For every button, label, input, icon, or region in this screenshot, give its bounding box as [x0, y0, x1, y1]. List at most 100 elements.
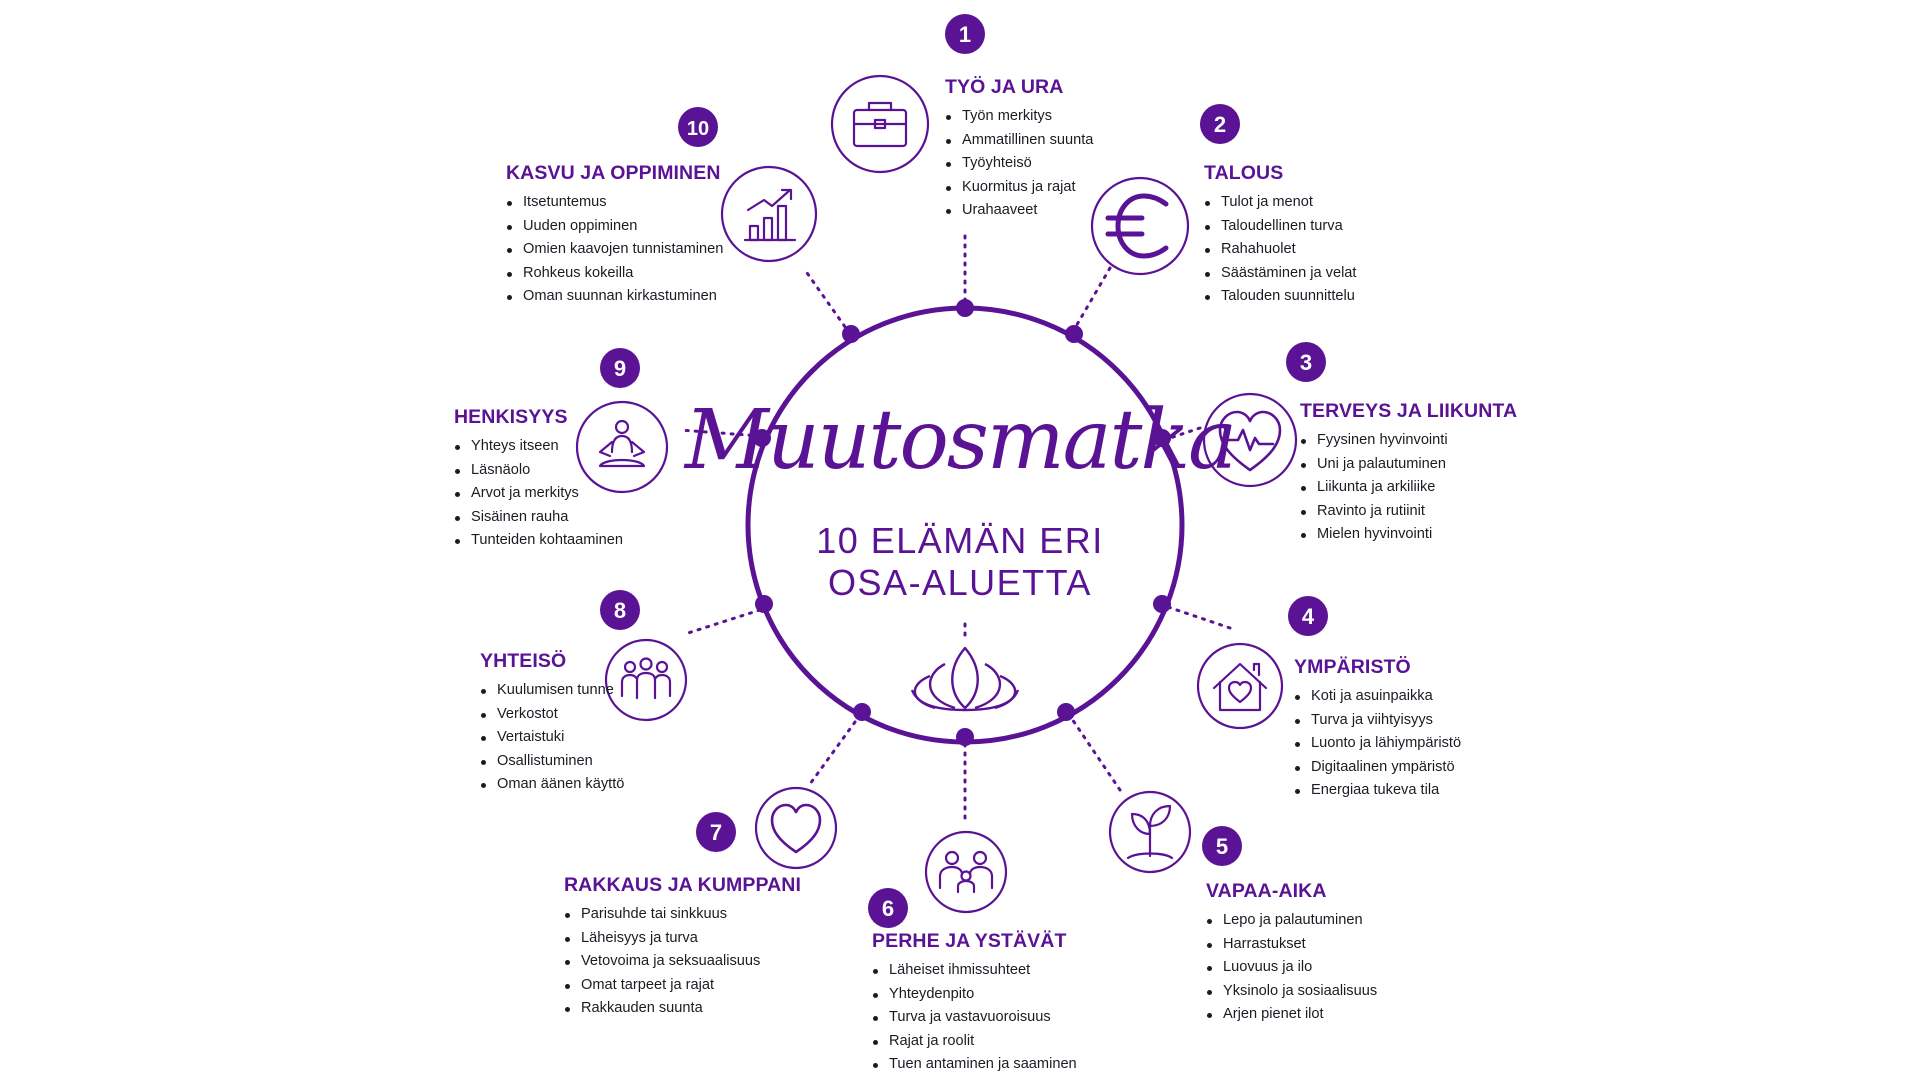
list-item: Liikunta ja arkiliike — [1300, 476, 1517, 500]
area-item-list: Yhteys itseen Läsnäolo Arvot ja merkitys… — [454, 435, 623, 553]
list-item: Harrastukset — [1206, 933, 1377, 957]
list-item: Uuden oppiminen — [506, 215, 723, 239]
list-item: Yksinolo ja sosiaalisuus — [1206, 980, 1377, 1004]
badge-number-8: 8 — [614, 598, 626, 623]
icon-circle-9 — [575, 400, 669, 494]
area-title: TYÖ JA URA — [945, 76, 1064, 98]
icon-circle-7 — [754, 786, 838, 870]
list-item: Rahahuolet — [1204, 238, 1356, 262]
list-item: Kuulumisen tunne — [480, 679, 624, 703]
badge-7 — [696, 812, 736, 852]
list-item: Rajat ja roolit — [872, 1030, 1077, 1054]
list-item: Urahaaveet — [945, 199, 1093, 223]
ring-node-9 — [753, 429, 771, 447]
list-item: Yhteys itseen — [454, 435, 623, 459]
badge-8 — [600, 590, 640, 630]
list-item: Turva ja vastavuoroisuus — [872, 1006, 1077, 1030]
list-item: Arjen pienet ilot — [1206, 1003, 1377, 1027]
sprout-icon — [1126, 804, 1174, 860]
ring-node-1 — [956, 299, 974, 317]
list-item: Itsetuntemus — [506, 191, 723, 215]
spoke-7 — [808, 720, 857, 786]
list-item: Verkostot — [480, 703, 624, 727]
list-item: Tulot ja menot — [1204, 191, 1356, 215]
list-item: Tunteiden kohtaaminen — [454, 529, 623, 553]
spoke-4 — [1163, 604, 1232, 630]
icon-circle-10 — [720, 165, 818, 263]
area-title: RAKKAUS JA KUMPPANI — [564, 874, 801, 896]
list-item: Uni ja palautuminen — [1300, 453, 1517, 477]
area-block-5: VAPAA-AIKA Lepo ja palautuminen Harrastu… — [1206, 880, 1377, 1027]
area-item-list: Tulot ja menot Taloudellinen turva Rahah… — [1204, 191, 1356, 309]
icon-circle-8 — [604, 638, 688, 722]
list-item: Vetovoima ja seksuaalisuus — [564, 950, 801, 974]
list-item: Vertaistuki — [480, 726, 624, 750]
house-heart-icon — [1212, 662, 1268, 712]
list-item: Rohkeus kokeilla — [506, 262, 723, 286]
list-item: Oman äänen käyttö — [480, 773, 624, 797]
list-item: Taloudellinen turva — [1204, 215, 1356, 239]
briefcase-icon — [852, 101, 908, 148]
growth-chart-icon — [743, 188, 797, 242]
area-block-8: YHTEISÖ Kuulumisen tunne Verkostot Verta… — [480, 650, 624, 797]
list-item: Työyhteisö — [945, 152, 1093, 176]
badge-number-2: 2 — [1214, 112, 1226, 137]
badge-number-9: 9 — [614, 356, 626, 381]
area-block-2: TALOUS Tulot ja menot Taloudellinen turv… — [1204, 162, 1356, 309]
area-block-1: TYÖ JA URA Työn merkitys Ammatillinen su… — [945, 76, 1093, 223]
area-item-list: Koti ja asuinpaikka Turva ja viihtyisyys… — [1294, 685, 1461, 803]
spoke-2 — [1073, 266, 1112, 330]
spoke-10 — [803, 268, 852, 336]
list-item: Omat tarpeet ja rajat — [564, 974, 801, 998]
area-title: YHTEISÖ — [480, 650, 567, 672]
area-item-list: Itsetuntemus Uuden oppiminen Omien kaavo… — [506, 191, 723, 309]
spoke-8 — [683, 608, 762, 636]
badge-9 — [600, 348, 640, 388]
group-icon — [620, 657, 672, 700]
heart-icon — [770, 803, 822, 854]
area-title: HENKISYYS — [454, 406, 568, 428]
list-item: Läheisyys ja turva — [564, 927, 801, 951]
ring-node-8 — [755, 595, 773, 613]
area-item-list: Parisuhde tai sinkkuus Läheisyys ja turv… — [564, 903, 801, 1021]
area-block-9: HENKISYYS Yhteys itseen Läsnäolo Arvot j… — [454, 406, 623, 553]
area-block-7: RAKKAUS JA KUMPPANI Parisuhde tai sinkku… — [564, 874, 801, 1021]
badge-number-5: 5 — [1216, 834, 1228, 859]
list-item: Turva ja viihtyisyys — [1294, 709, 1461, 733]
diagram-subtitle-line2: OSA-ALUETTA — [828, 562, 1092, 603]
list-item: Läheiset ihmissuhteet — [872, 959, 1077, 983]
family-icon — [938, 850, 994, 894]
badge-4 — [1288, 596, 1328, 636]
spoke-3 — [1168, 426, 1202, 440]
list-item: Tuen antaminen ja saaminen — [872, 1053, 1077, 1077]
list-item: Rakkauden suunta — [564, 997, 801, 1021]
ring-node-5 — [1057, 703, 1075, 721]
area-block-4: YMPÄRISTÖ Koti ja asuinpaikka Turva ja v… — [1294, 656, 1461, 803]
list-item: Digitaalinen ympäristö — [1294, 756, 1461, 780]
list-item: Koti ja asuinpaikka — [1294, 685, 1461, 709]
area-title: YMPÄRISTÖ — [1294, 656, 1411, 678]
lotus-icon — [910, 646, 1020, 712]
badge-6 — [868, 888, 908, 928]
list-item: Ammatillinen suunta — [945, 129, 1093, 153]
badge-2 — [1200, 104, 1240, 144]
badge-number-1: 1 — [959, 22, 971, 47]
list-item: Ravinto ja rutiinit — [1300, 500, 1517, 524]
badge-number-3: 3 — [1300, 350, 1312, 375]
euro-icon — [1105, 193, 1169, 259]
ring-node-10 — [842, 325, 860, 343]
list-item: Oman suunnan kirkastuminen — [506, 285, 723, 309]
ring-node-2 — [1065, 325, 1083, 343]
spoke-5 — [1068, 714, 1122, 792]
diagram-title: Muutosmatka — [684, 393, 1237, 488]
list-item: Yhteydenpito — [872, 983, 1077, 1007]
badge-number-7: 7 — [710, 820, 722, 845]
badge-10 — [678, 107, 718, 147]
area-title: KASVU JA OPPIMINEN — [506, 162, 721, 184]
list-item: Fyysinen hyvinvointi — [1300, 429, 1517, 453]
list-item: Talouden suunnittelu — [1204, 285, 1356, 309]
area-item-list: Fyysinen hyvinvointi Uni ja palautuminen… — [1300, 429, 1517, 547]
area-block-6: PERHE JA YSTÄVÄT Läheiset ihmissuhteet Y… — [872, 930, 1077, 1077]
ring-node-3 — [1153, 429, 1171, 447]
badge-3 — [1286, 342, 1326, 382]
